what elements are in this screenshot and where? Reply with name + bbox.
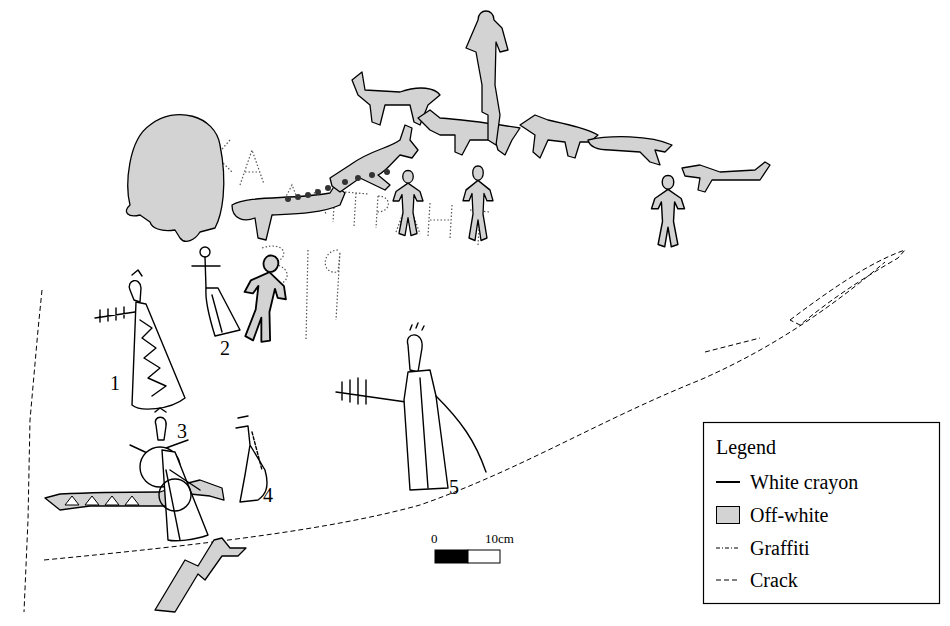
callout-number: 4 — [263, 485, 273, 505]
callout-number: 5 — [449, 477, 459, 497]
scale-label: 10cm — [485, 532, 514, 545]
legend-text: Graffiti — [750, 538, 810, 558]
white-crayon-figures — [95, 247, 486, 541]
legend-box — [704, 423, 940, 604]
legend-text: Crack — [750, 570, 798, 590]
figure-details — [65, 496, 139, 505]
scale-bar — [435, 550, 500, 563]
callout-number: 2 — [220, 338, 230, 358]
crack-lines — [24, 250, 905, 612]
legend-text: Off-white — [750, 505, 829, 525]
callout-number: 3 — [177, 421, 187, 441]
legend-text: White crayon — [750, 472, 858, 492]
legend-entry: Crack — [716, 570, 931, 592]
scale-label: 0 — [431, 532, 438, 545]
dots — [285, 169, 390, 202]
legend-entry: White crayon — [716, 472, 931, 494]
off-white-figures — [45, 11, 770, 612]
legend-entry: Off-white — [716, 505, 931, 527]
legend-swatch — [716, 506, 740, 524]
legend-title: Legend — [716, 437, 776, 457]
callout-number: 1 — [110, 373, 120, 393]
legend-entry: Graffiti — [716, 538, 931, 560]
